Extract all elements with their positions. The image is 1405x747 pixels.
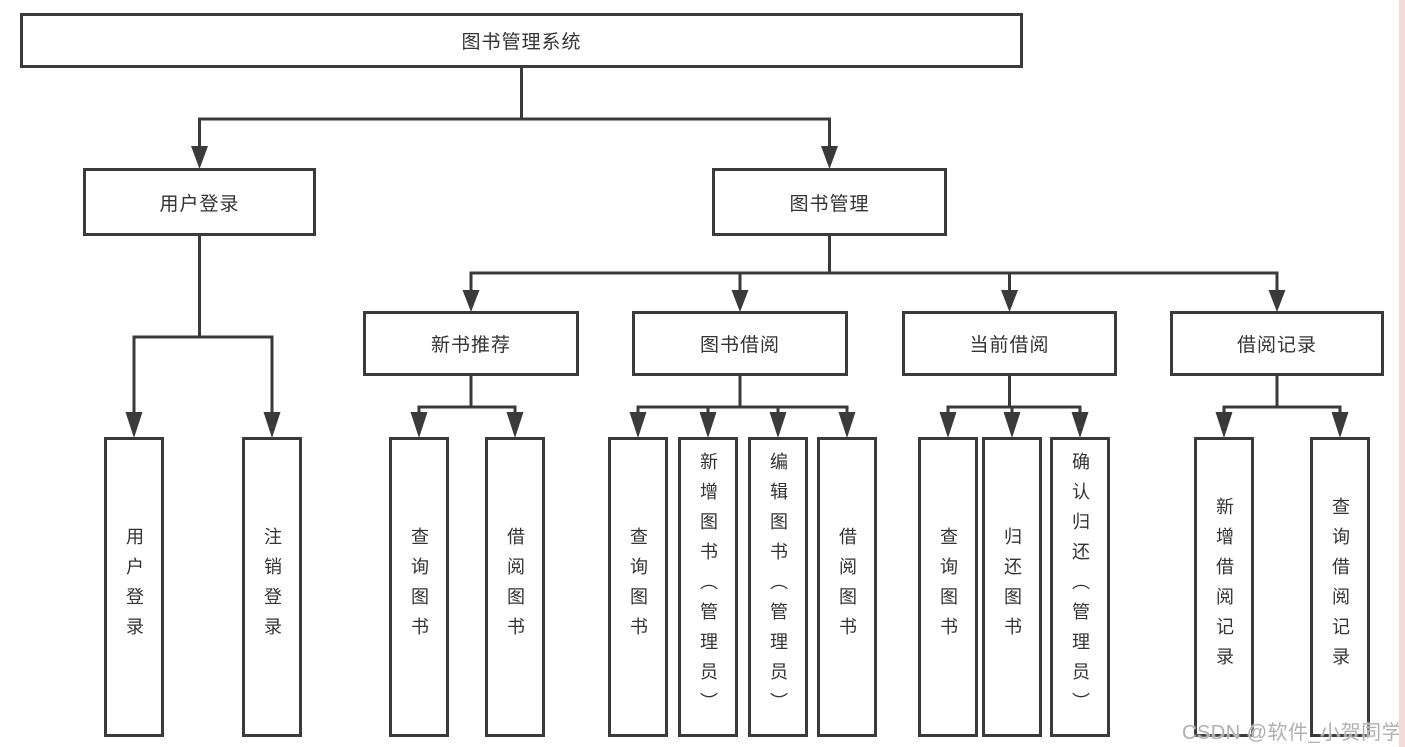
node-book-borrow: 图书借阅: [632, 311, 848, 376]
leaf-query-borrow-record-label: 查询借阅记录: [1330, 497, 1350, 677]
node-new-book-recommend: 新书推荐: [363, 311, 579, 376]
leaf-user-login-label: 用户登录: [124, 527, 144, 647]
leaf-add-borrow-record: 新增借阅记录: [1194, 437, 1254, 737]
csdn-watermark: CSDN @软件_小贺同学: [1182, 722, 1403, 744]
leaf-query-books-current-label: 查询图书: [938, 527, 958, 647]
leaf-confirm-return-admin-label: 确认归还（管理员）: [1070, 452, 1090, 722]
right-edge-strip: [1399, 0, 1405, 747]
node-new-book-recommend-label: 新书推荐: [430, 335, 511, 356]
leaf-query-books-borrow-label: 查询图书: [628, 527, 648, 647]
leaf-borrow-books-recommend-label: 借阅图书: [505, 527, 525, 647]
leaf-user-login: 用户登录: [104, 437, 164, 737]
leaf-query-books-recommend: 查询图书: [389, 437, 449, 737]
leaf-query-books-current: 查询图书: [918, 437, 978, 737]
leaf-add-book-admin-label: 新增图书（管理员）: [698, 452, 718, 722]
leaf-add-borrow-record-label: 新增借阅记录: [1214, 497, 1234, 677]
leaf-edit-book-admin-label: 编辑图书（管理员）: [768, 452, 788, 722]
node-root: 图书管理系统: [20, 13, 1023, 68]
node-book-management-label: 图书管理: [789, 193, 870, 215]
leaf-logout-label: 注销登录: [262, 527, 282, 647]
node-book-management: 图书管理: [712, 168, 947, 236]
leaf-borrow-books-recommend: 借阅图书: [485, 437, 545, 737]
node-current-borrow-label: 当前借阅: [969, 335, 1050, 356]
node-current-borrow: 当前借阅: [902, 311, 1117, 376]
node-user-login-label: 用户登录: [159, 193, 240, 215]
leaf-query-books-recommend-label: 查询图书: [409, 527, 429, 647]
leaf-query-books-borrow: 查询图书: [608, 437, 668, 737]
node-borrow-records: 借阅记录: [1170, 311, 1384, 376]
node-user-login: 用户登录: [83, 168, 316, 236]
node-root-label: 图书管理系统: [461, 32, 582, 53]
leaf-add-book-admin: 新增图书（管理员）: [678, 437, 738, 737]
node-borrow-records-label: 借阅记录: [1236, 335, 1317, 356]
node-book-borrow-label: 图书借阅: [699, 335, 780, 356]
leaf-edit-book-admin: 编辑图书（管理员）: [748, 437, 808, 737]
leaf-logout: 注销登录: [242, 437, 302, 737]
leaf-query-borrow-record: 查询借阅记录: [1310, 437, 1370, 737]
leaf-return-book-label: 归还图书: [1002, 527, 1022, 647]
leaf-borrow-books-label: 借阅图书: [837, 527, 857, 647]
leaf-confirm-return-admin: 确认归还（管理员）: [1050, 437, 1110, 737]
leaf-return-book: 归还图书: [982, 437, 1042, 737]
leaf-borrow-books: 借阅图书: [817, 437, 877, 737]
